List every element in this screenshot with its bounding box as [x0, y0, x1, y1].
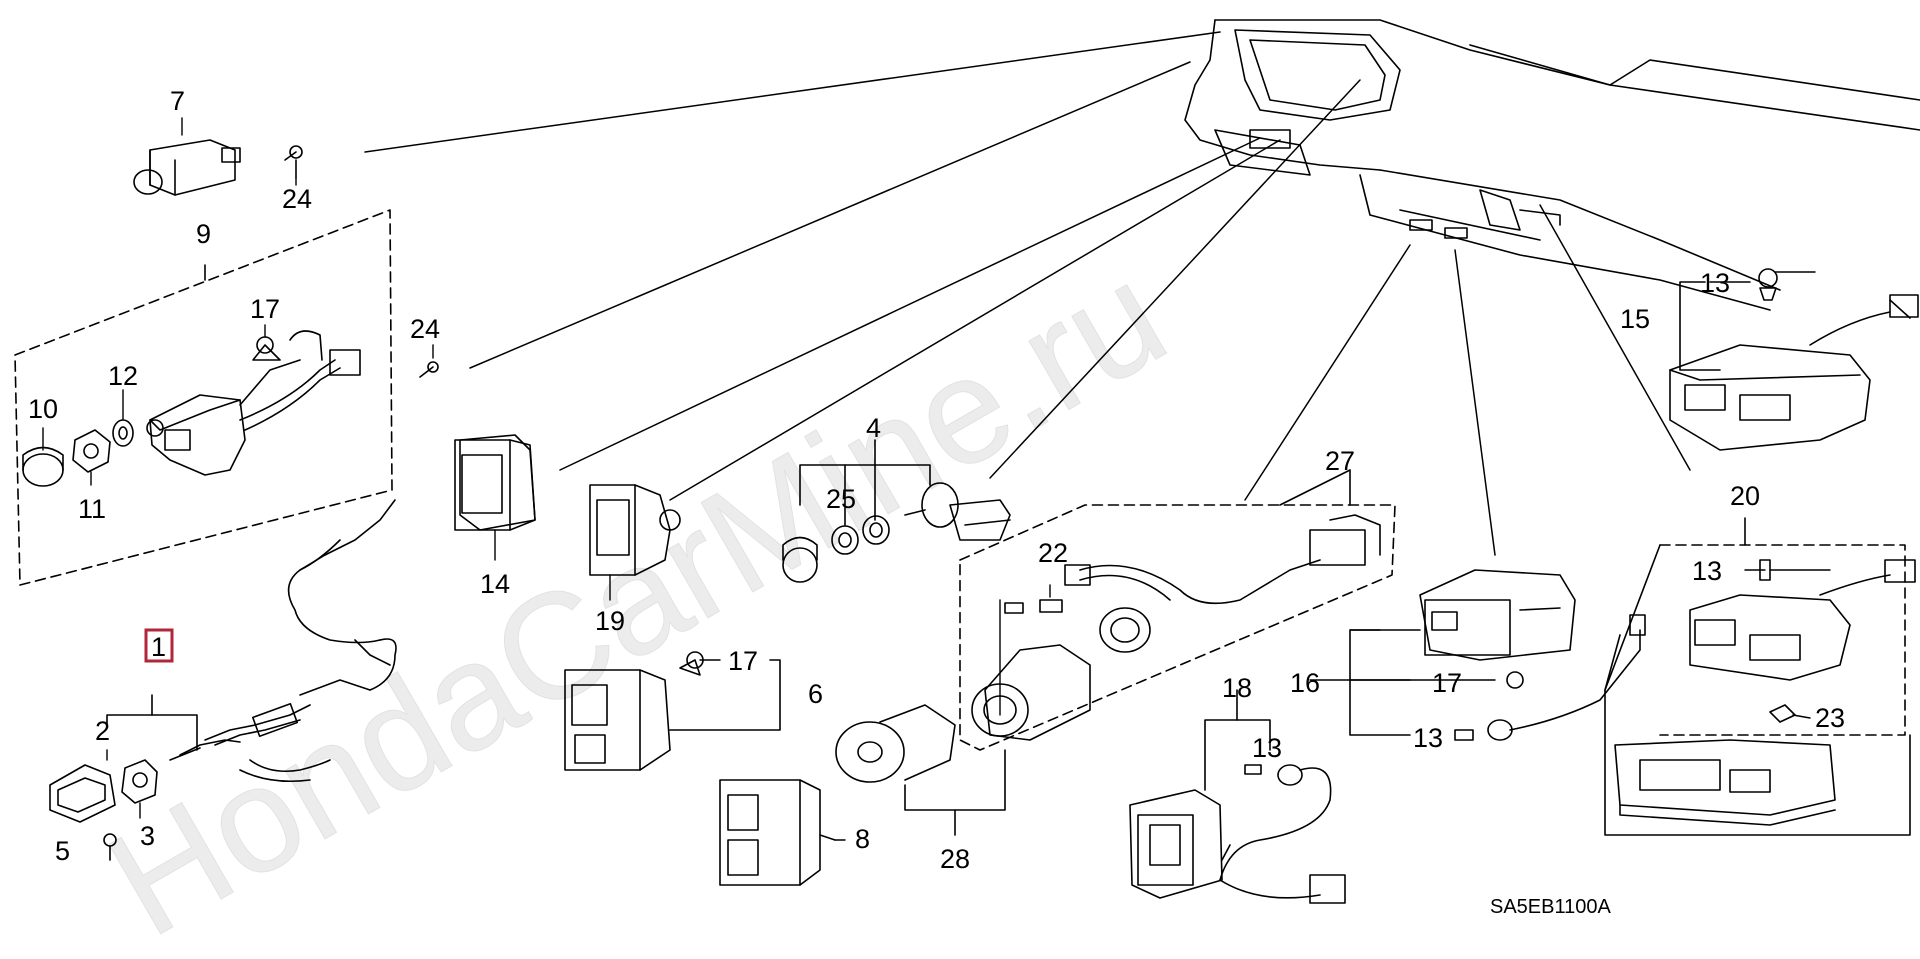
part-17c-clip: [1506, 671, 1524, 689]
part-6-switch: [564, 669, 671, 771]
part-10-knob: [22, 446, 64, 487]
callout-19[interactable]: 19: [595, 606, 625, 636]
part-7-switch: [133, 139, 241, 196]
callout-12[interactable]: 12: [108, 361, 138, 391]
part-13b-bulb: [1454, 729, 1474, 741]
callout-11[interactable]: 11: [78, 494, 106, 524]
part-20-tray: [1614, 739, 1836, 826]
callout-3[interactable]: 3: [140, 821, 155, 851]
callout-13a[interactable]: 13: [1700, 268, 1730, 298]
dashboard: [1184, 19, 1920, 311]
callout-24b[interactable]: 24: [410, 314, 440, 344]
part-12-washer: [112, 419, 134, 447]
callout-23[interactable]: 23: [1815, 703, 1845, 733]
part-19-switch: [589, 484, 681, 576]
callout-15[interactable]: 15: [1620, 304, 1650, 334]
callout-18[interactable]: 18: [1222, 673, 1252, 703]
part-16-socket-harness: [1487, 614, 1646, 741]
part-23-clip: [1769, 704, 1796, 723]
callout-28[interactable]: 28: [940, 844, 970, 874]
part-20-module: [1689, 559, 1916, 681]
callout-14[interactable]: 14: [480, 569, 510, 599]
part-18-harness: [1219, 764, 1346, 904]
part-27-wiring: [1064, 514, 1381, 605]
part-9-switch-assembly: [146, 349, 361, 476]
callout-10[interactable]: 10: [28, 394, 58, 424]
part-8-switch: [719, 779, 836, 886]
callout-4[interactable]: 4: [866, 413, 881, 443]
callout-25[interactable]: 25: [826, 484, 856, 514]
part-13a-screw: [1758, 268, 1778, 301]
part-28-lighter-socket: [971, 644, 1091, 741]
diagram-code: SA5EB1100A: [1490, 896, 1611, 918]
callout-9[interactable]: 9: [196, 219, 211, 249]
part-16-module: [1419, 569, 1576, 661]
part-4-control-body: [904, 482, 1011, 541]
callout-27[interactable]: 27: [1325, 446, 1355, 476]
group-20-frame: [1604, 544, 1911, 836]
callout-7[interactable]: 7: [170, 86, 185, 116]
group-27-box: [959, 504, 1396, 751]
callout-numbers: 7 24 9 17 24 10 12 11 14 19 4 25 27 22 1…: [28, 86, 1845, 874]
callout-5[interactable]: 5: [55, 836, 70, 866]
callout-13d[interactable]: 13: [1692, 556, 1722, 586]
group-16-bracket: [1349, 629, 1421, 736]
leader-lines: [364, 31, 1691, 556]
part-27-socket: [1099, 607, 1151, 653]
part-5-screw: [103, 833, 117, 861]
callout-22[interactable]: 22: [1038, 538, 1068, 568]
group-6-bracket: [669, 659, 781, 731]
part-13c-bulb: [1244, 764, 1262, 775]
part-25-washer: [831, 525, 859, 555]
part-4-knob: [782, 536, 818, 583]
group-9-box: [14, 209, 393, 586]
group-15-bracket: [1679, 281, 1721, 371]
callout-2[interactable]: 2: [95, 716, 110, 746]
part-4-washer: [862, 515, 890, 545]
part-15-panel: [1669, 294, 1919, 451]
watermark: HondaCarMine.ru: [82, 230, 1191, 959]
callout-13b[interactable]: 13: [1413, 723, 1443, 753]
callout-8[interactable]: 8: [855, 824, 870, 854]
group-28-bracket: [904, 749, 1006, 811]
part-1-cable-assembly: [169, 499, 397, 783]
callout-1[interactable]: 1: [151, 632, 166, 662]
group-4-bracket: [799, 464, 931, 506]
callout-17b[interactable]: 17: [728, 646, 758, 676]
selected-part-box[interactable]: [144, 628, 174, 663]
callout-24a[interactable]: 24: [282, 184, 312, 214]
group-20-box: [1659, 544, 1906, 736]
callout-16[interactable]: 16: [1290, 668, 1320, 698]
part-22-bulb: [1004, 599, 1063, 614]
callout-6[interactable]: 6: [808, 679, 823, 709]
callout-13c[interactable]: 13: [1252, 733, 1282, 763]
group-1-bracket: [106, 714, 198, 751]
part-11-nut: [72, 429, 111, 473]
part-2-knob: [49, 764, 116, 823]
callout-lines: [42, 117, 1831, 841]
screw-24b: [419, 361, 439, 378]
part-28-lighter: [835, 704, 956, 783]
part-3-nut: [121, 759, 158, 804]
callout-17c[interactable]: 17: [1432, 668, 1462, 698]
part-18-switch: [1129, 789, 1223, 899]
screw-24a: [284, 145, 303, 179]
callout-20[interactable]: 20: [1730, 481, 1760, 511]
callout-17a[interactable]: 17: [250, 294, 280, 324]
part-14-switch: [454, 434, 536, 531]
part-17a-clip: [252, 330, 323, 361]
